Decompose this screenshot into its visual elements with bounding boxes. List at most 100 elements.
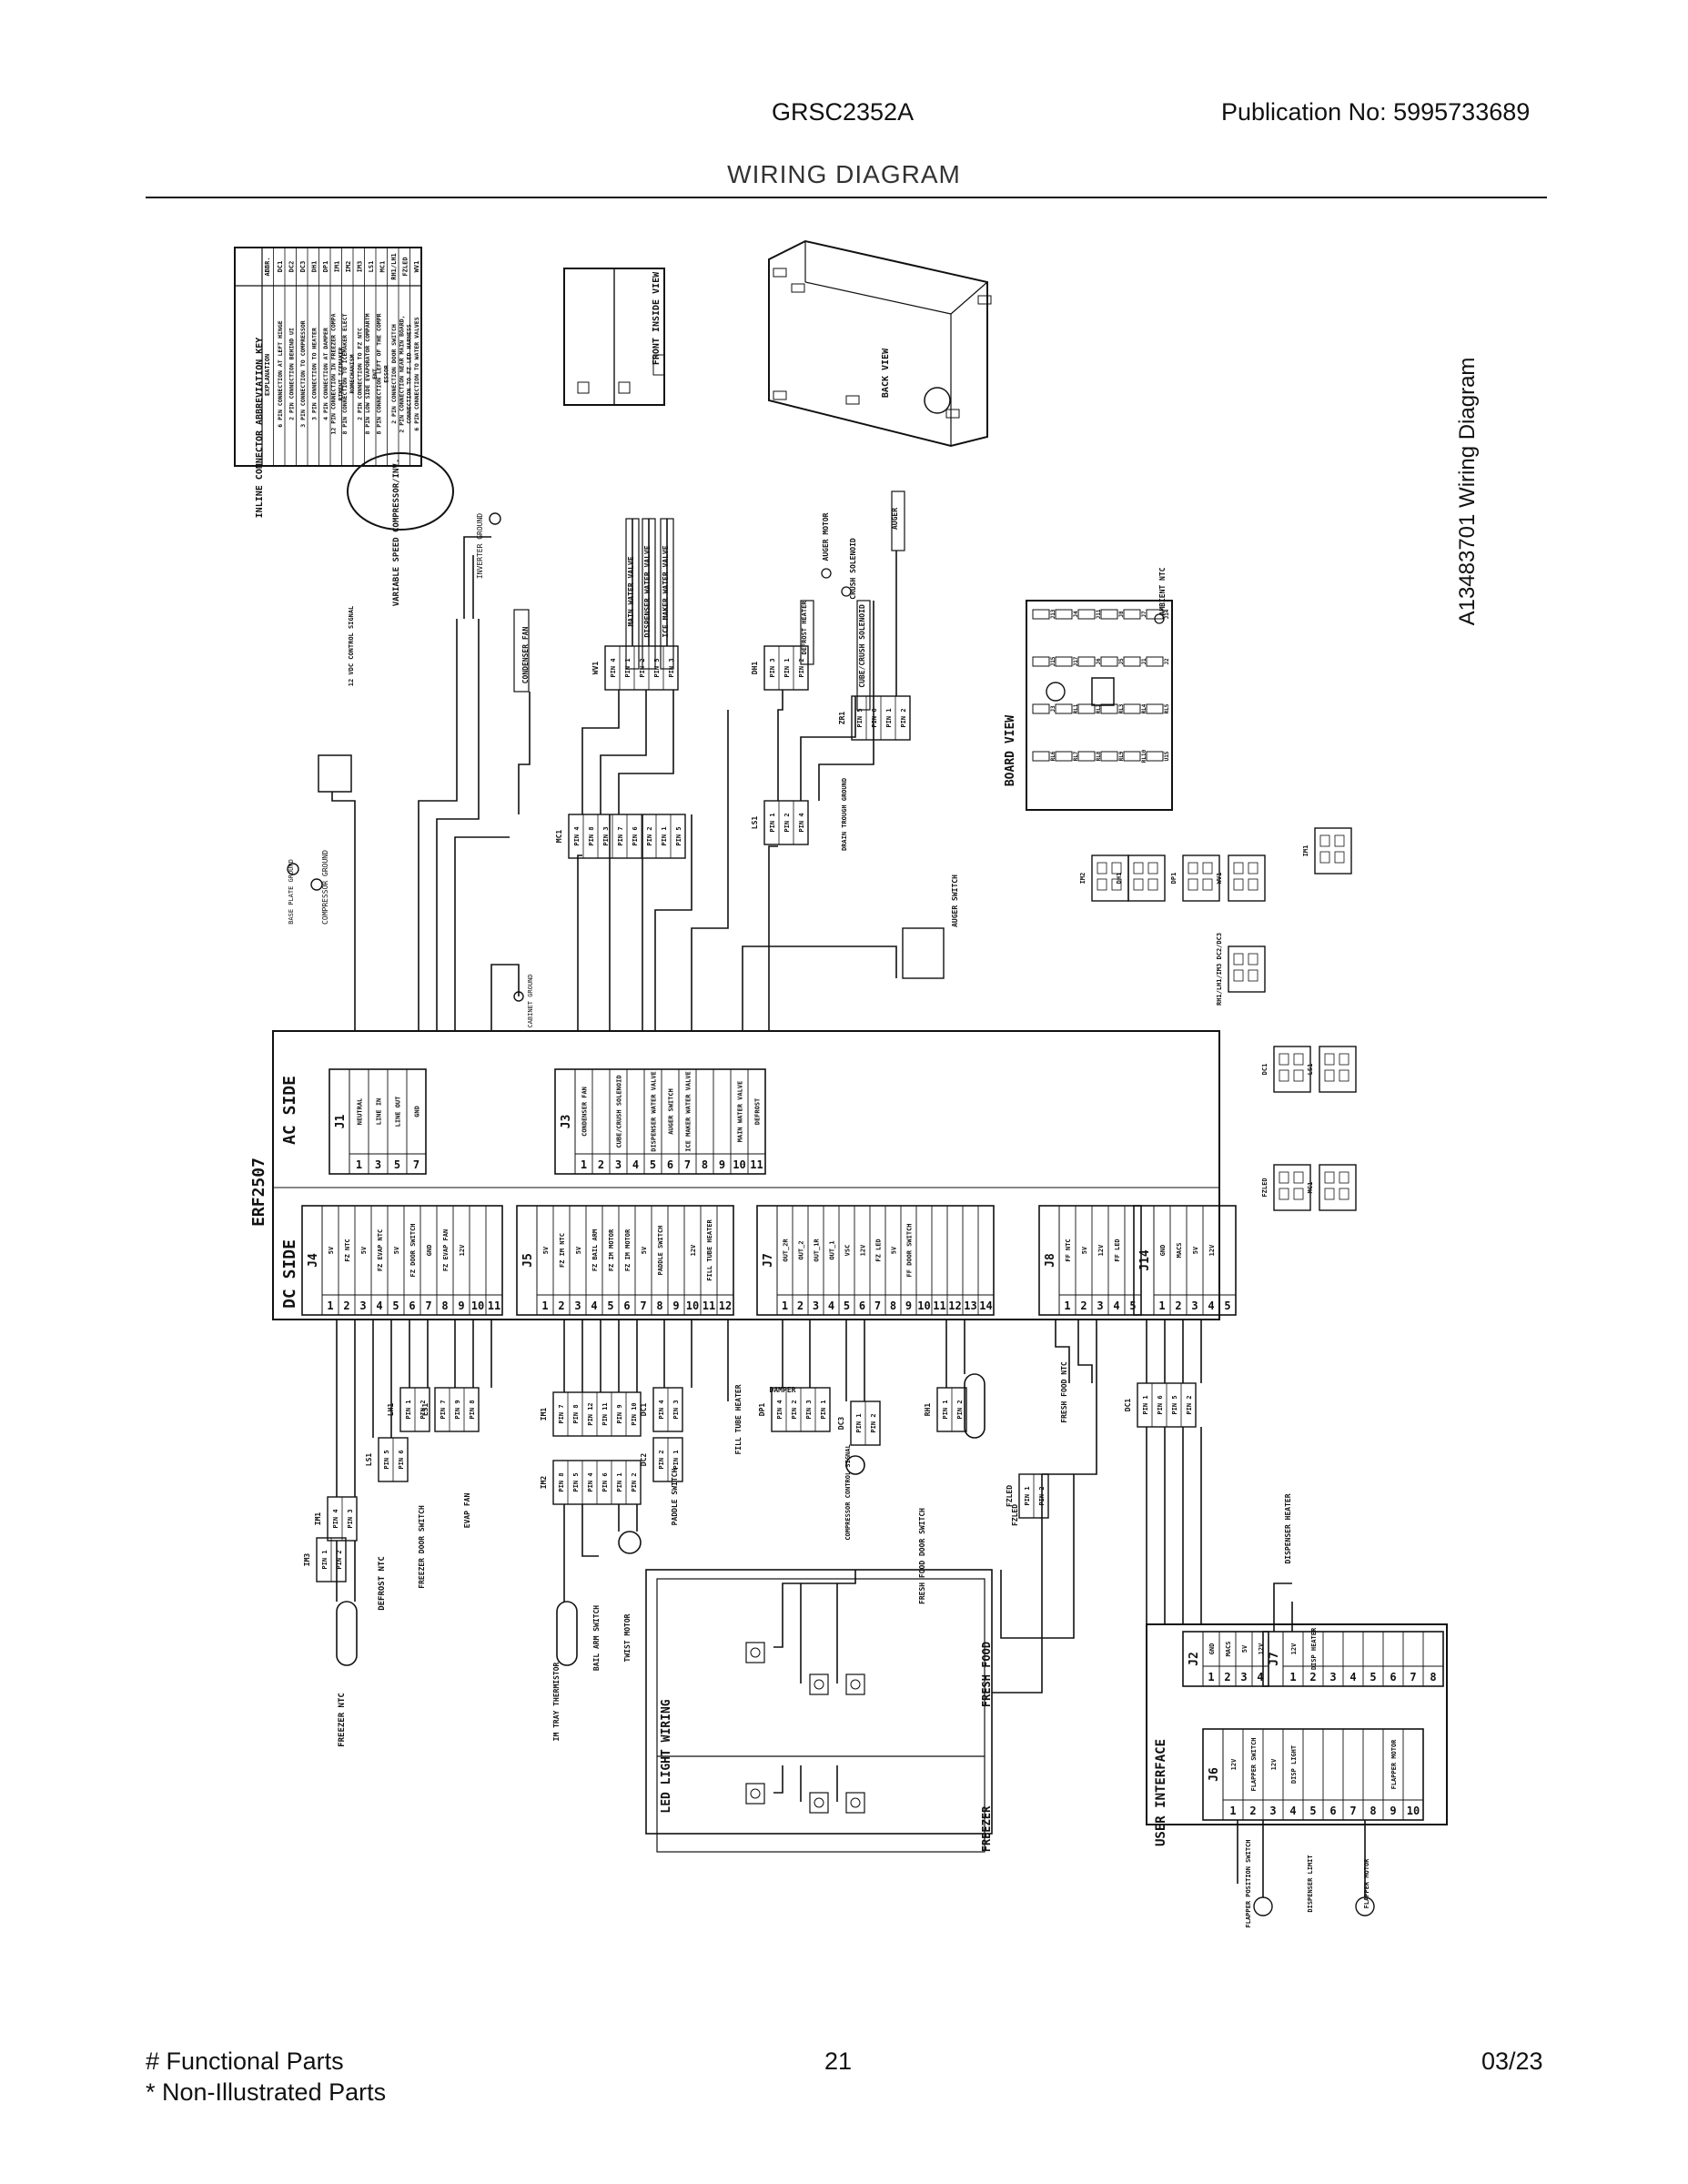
side-connector <box>1314 827 1352 875</box>
side-connector-pin <box>1248 862 1258 875</box>
connector-j8-pin-function: 5V <box>1081 1246 1088 1254</box>
main-valve-box <box>625 518 640 670</box>
condenser-fan-box <box>513 609 530 693</box>
connector-mc1-pin: PIN 6 <box>632 826 639 845</box>
connector-lh1-title: LH1 <box>387 1403 395 1417</box>
key-col-expl: EXPLANATION <box>264 354 271 396</box>
connector-wv1-pin: PIN 2 <box>639 658 646 677</box>
connector-dc1-pin: PIN 1 <box>1142 1395 1149 1414</box>
connector-j3-pin-number: 4 <box>632 1158 639 1171</box>
connector-j8-pin-function: 12V <box>1097 1244 1105 1256</box>
back-view-tag <box>977 295 992 305</box>
side-connector-pin <box>1279 1069 1289 1082</box>
connector-j1-pin-number: 3 <box>375 1158 381 1171</box>
side-connector <box>1091 854 1129 902</box>
connector-ls1-title: LS1 <box>751 816 759 830</box>
side-connector-pin <box>1293 1188 1304 1200</box>
connector-dc3-pin: PIN 2 <box>870 1413 877 1432</box>
connector-dp1-pin: PIN 1 <box>820 1400 827 1419</box>
connector-j5-pin-number: 2 <box>558 1299 564 1312</box>
connector-j8-pin-function: FF LED <box>1114 1239 1121 1261</box>
connector-j3-pin-function: CUBE/CRUSH SOLENOID <box>616 1075 623 1148</box>
connector-j4-pin-number: 6 <box>409 1299 415 1312</box>
connector-j4-pin-function: 5V <box>360 1246 368 1254</box>
connector-dp1-pin: PIN 4 <box>776 1400 783 1419</box>
connector-j3 <box>554 1068 766 1175</box>
connector-ls1b-title: LS1 <box>421 1403 430 1417</box>
key-explanation: 12 PIN CONNECTION IN FREEZER COMPA <box>329 313 337 434</box>
back-view-tag <box>773 390 787 400</box>
connector-mc1-pin: PIN 4 <box>573 826 581 845</box>
connector-mc1-pin: PIN 8 <box>588 826 595 845</box>
connector-ls1c-title: LS1 <box>365 1453 373 1467</box>
led-module <box>845 1673 865 1695</box>
key-explanation: ESSOR <box>382 365 389 383</box>
connector-j5-pin-number: 11 <box>702 1299 715 1312</box>
side-connector-label: DP1 <box>1170 873 1178 885</box>
cube-crush-box <box>856 600 871 711</box>
disp-limit-label: DISPENSER LIMIT <box>1307 1855 1314 1912</box>
connector-dc1a-title: DC1 <box>640 1403 648 1417</box>
connector-ls1c-pin: PIN 5 <box>383 1450 390 1469</box>
connector-j7-pin-number: 9 <box>905 1299 912 1312</box>
connector-j7-pin-function: FF DOOR SWITCH <box>906 1223 914 1277</box>
connector-j5-pin-function: FZ BAIL ARM <box>591 1229 599 1271</box>
wire <box>768 845 778 1031</box>
front-view-label: FRONT INSIDE VIEW <box>652 271 662 365</box>
connector-fzled-pin: PIN 2 <box>1038 1486 1046 1505</box>
board-component <box>1100 751 1118 762</box>
connector-j4-title: J4 <box>307 1253 320 1268</box>
connector-j14-pin-number: 4 <box>1208 1299 1214 1312</box>
side-connector-pin <box>1188 862 1198 875</box>
main-board-outline <box>1026 600 1173 811</box>
connector-wv1-pin: PIN 3 <box>668 658 675 677</box>
non-illustrated-note: * Non-Illustrated Parts <box>146 2078 387 2106</box>
connector-dc1-pin: PIN 5 <box>1171 1395 1178 1414</box>
board-component-label: RL7 <box>1073 751 1079 761</box>
connector-ls1-pin: PIN 4 <box>798 813 805 832</box>
compressor-ground-symbol <box>310 878 323 891</box>
vdc-label: 12 VDC CONTROL SIGNAL <box>348 606 355 687</box>
side-connector-pin <box>1319 834 1330 847</box>
bail-arm-label: BAIL ARM SWITCH <box>592 1605 601 1671</box>
back-compressor-shape <box>924 387 951 414</box>
connector-dc3-pin: PIN 1 <box>855 1413 863 1432</box>
connector-j14-pin-function: 12V <box>1208 1244 1216 1256</box>
connector-j7-pin-number: 7 <box>874 1299 881 1312</box>
connector-zr1-pin: PIN 2 <box>900 708 907 727</box>
side-connector-pin <box>1233 969 1244 982</box>
page-title: WIRING DIAGRAM <box>727 160 961 188</box>
connector-dh1 <box>763 645 809 691</box>
connector-j5-pin-number: 7 <box>640 1299 646 1312</box>
board-component-label: J6 <box>1096 658 1102 665</box>
connector-ls1b-pin: PIN 8 <box>469 1400 476 1419</box>
led-module <box>809 1673 829 1695</box>
board-component <box>1146 703 1164 714</box>
ice-valve-label: ICE MAKER WATER VALVE <box>662 545 670 637</box>
connector-j4-pin-function: FZ EVAP FAN <box>442 1229 450 1271</box>
connector-j1-pin-function: GND <box>414 1106 421 1117</box>
connector-im1b-pin: PIN 12 <box>587 1402 594 1425</box>
ui-connector-j7-pin-function: 12V <box>1290 1643 1298 1654</box>
connector-j5-pin-number: 3 <box>574 1299 581 1312</box>
connector-mc1-pin: PIN 7 <box>617 826 624 845</box>
defrost-heater-label: DEFROST HEATER <box>801 601 808 655</box>
connector-j3-pin-number: 5 <box>650 1158 656 1171</box>
side-connector-pin <box>1111 878 1122 891</box>
condenser-fan-label: CONDENSER FAN <box>521 627 530 684</box>
connector-lh1-pin: PIN 2 <box>419 1400 427 1419</box>
key-explanation: 2 PIN CONNECTION DOOR SWITCH <box>390 324 398 424</box>
connector-j1 <box>329 1068 427 1175</box>
connector-j14-pin-number: 2 <box>1175 1299 1181 1312</box>
side-connector-label: IM2 <box>1079 873 1087 885</box>
side-connector-pin <box>1248 878 1258 891</box>
wire <box>518 692 531 814</box>
flapper-motor-symbol <box>1355 1896 1375 1916</box>
ff-door-switch-label: FRESH FOOD DOOR SWITCH <box>918 1508 926 1604</box>
comp-signal-label: COMPRESSOR CONTROL SIGNAL <box>844 1444 852 1540</box>
side-connector <box>1319 1164 1357 1211</box>
cabinet-ground-label: CABINET GROUND <box>527 974 534 1027</box>
connector-j8-pin-number: 1 <box>1064 1299 1070 1312</box>
connector-j3-title: J3 <box>560 1115 573 1129</box>
key-explanation: 6 PIN CONNECTION TO WATER VALVES <box>413 317 420 430</box>
